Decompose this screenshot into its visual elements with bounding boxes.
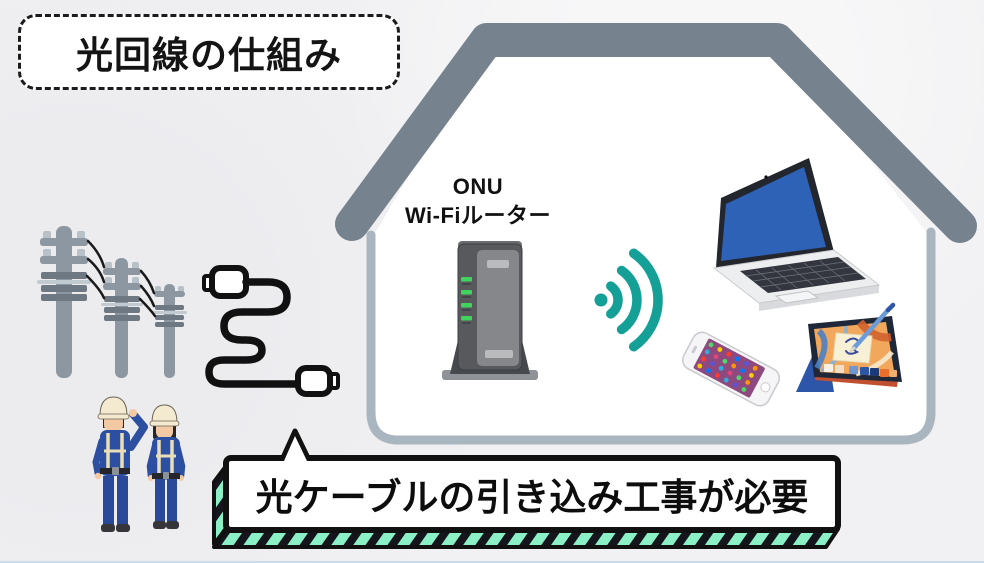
worker-male [92,396,148,532]
power-wires [85,239,157,318]
utility-pole-large [37,226,91,378]
worker-female [146,404,186,529]
construction-workers-icon [92,396,186,532]
router-label-line1: ONU [452,174,504,199]
color-swatches [824,364,897,377]
banner-label: 光ケーブルの引き込み工事が必要 [255,477,809,518]
utility-pole-medium [101,258,143,378]
laptop-icon [712,158,881,311]
house-roof [335,23,977,243]
router-label: ONU Wi-Fiルーター [388,172,568,230]
fiber-cable-icon [202,265,340,397]
smartphone-icon [682,331,780,407]
house-walls [366,227,936,445]
status-leds [461,277,472,324]
banner-box [223,455,841,533]
title-box: 光回線の仕組み [18,14,400,90]
bottom-edge-line [0,561,984,563]
stylus-pen [849,302,896,353]
tablet-icon [796,302,902,392]
onu-router-icon [442,241,538,380]
wifi-signal-icon [594,248,663,352]
banner-tail-join [284,436,307,461]
router-label-line2: Wi-Fiルーター [404,203,552,228]
utility-poles-icon [37,226,187,378]
utility-pole-small [152,284,187,378]
banner-callout [212,428,841,549]
page-title: 光回線の仕組み [76,35,342,76]
cable-curve [205,278,304,388]
app-icons [697,342,758,392]
keyboard-rows [745,260,859,291]
